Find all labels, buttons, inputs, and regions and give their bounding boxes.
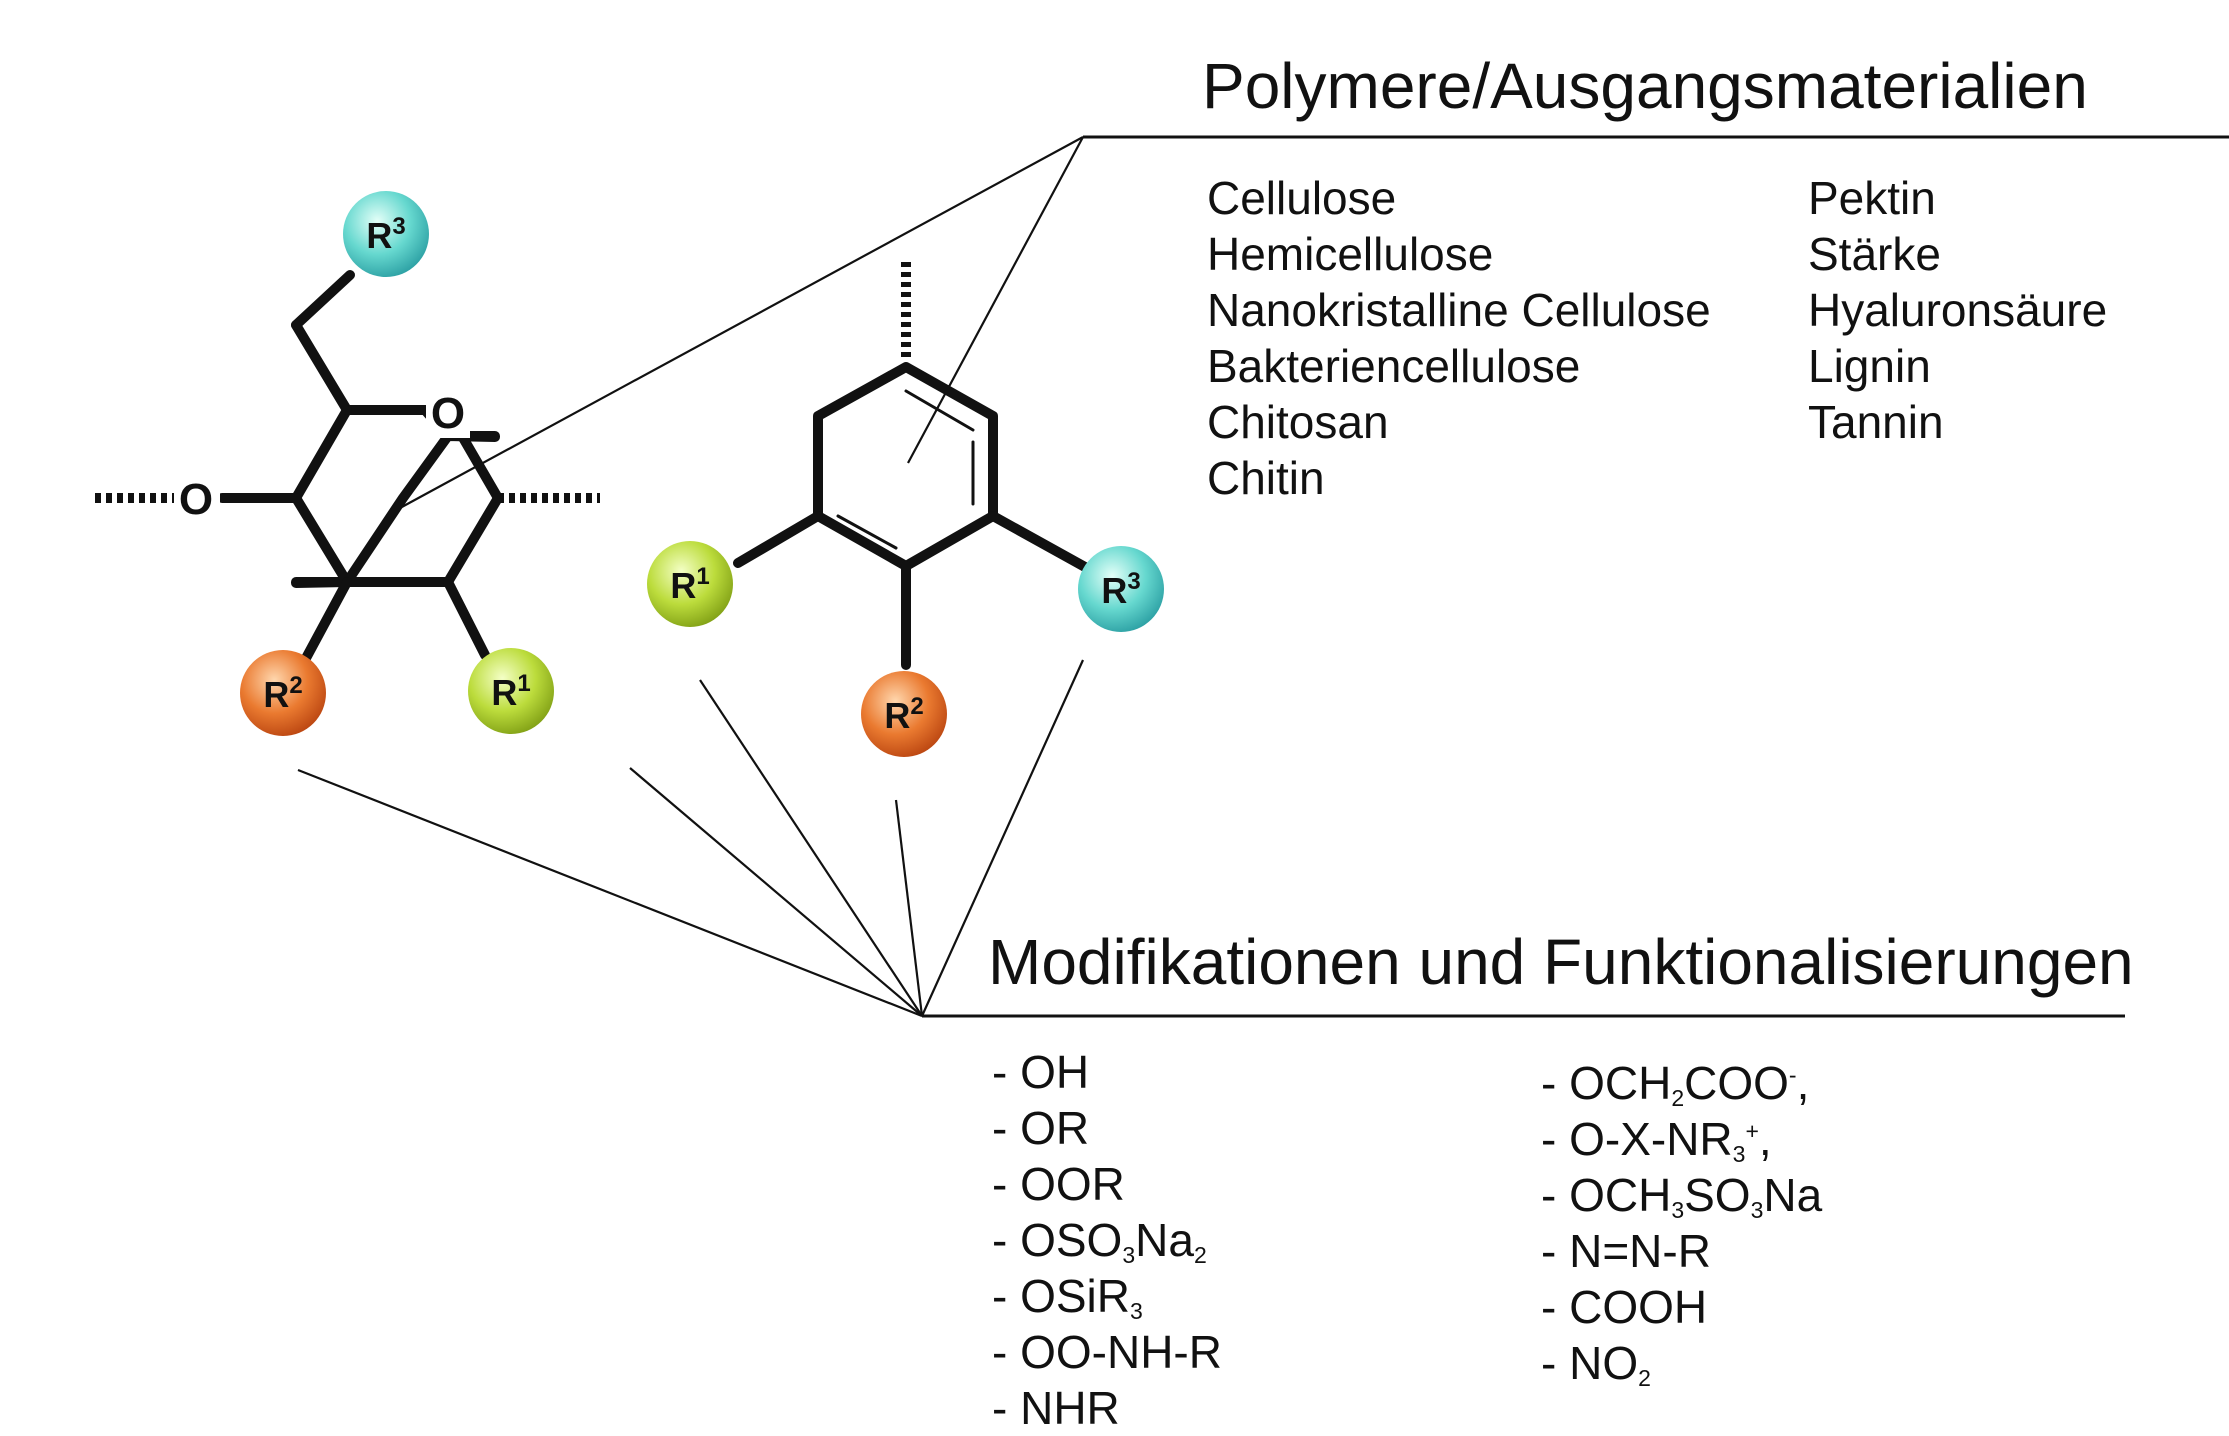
- modifications-heading: Modifikationen und Funktionalisierungen: [988, 926, 2134, 998]
- connector-line: [399, 136, 1084, 509]
- modification-item: - N=N-R: [1541, 1225, 1711, 1277]
- connector-line: [894, 799, 924, 1017]
- modification-item: - O-X-NR3+,: [1541, 1113, 1772, 1167]
- polymers-heading: Polymere/Ausgangsmaterialien: [1202, 50, 2088, 122]
- modification-item: - NO2: [1541, 1337, 1651, 1391]
- bead-r1-sugar: R1: [468, 648, 554, 734]
- bead-r1-aromatic: R1: [647, 541, 733, 627]
- ring-bond: [457, 431, 503, 503]
- modification-item: - OOR: [992, 1158, 1125, 1210]
- modification-item: - NHR: [992, 1382, 1120, 1434]
- bead-r2-aromatic: R2: [861, 671, 947, 757]
- aromatic-inner-bond: [836, 514, 898, 550]
- modification-item: - OSiR3: [992, 1270, 1143, 1324]
- polymer-item: Chitosan: [1207, 396, 1389, 448]
- connector-line: [297, 768, 923, 1018]
- modification-item: - OCH3SO3Na: [1541, 1169, 1823, 1223]
- side-chain-bond: [291, 320, 352, 415]
- modification-item: - COOH: [1541, 1281, 1708, 1333]
- polymer-item: Stärke: [1808, 228, 1941, 280]
- polymer-item: Hemicellulose: [1207, 228, 1494, 280]
- ring-bond: [291, 493, 352, 587]
- aromatic-ring: [813, 362, 998, 571]
- modification-item: - OSO3Na2: [992, 1214, 1207, 1268]
- connector-line: [699, 679, 923, 1017]
- pyranose-structure: [217, 270, 503, 665]
- glycosidic-oxygen-label: O: [179, 475, 213, 524]
- ring-bond: [443, 493, 503, 587]
- polymer-item: Pektin: [1808, 172, 1936, 224]
- substituent-bond: [443, 577, 490, 660]
- polymer-item: Tannin: [1808, 396, 1944, 448]
- polymer-item: Hyaluronsäure: [1808, 284, 2108, 336]
- polymer-item: Bakteriencellulose: [1207, 340, 1581, 392]
- bead-r3-sugar: R3: [343, 191, 429, 277]
- aromatic-structure: [733, 362, 1090, 670]
- aromatic-inner-bonds: [904, 389, 975, 432]
- svg-text:R1: R1: [491, 670, 530, 713]
- bead-r2-sugar: R2: [240, 650, 326, 736]
- modification-item: - OO-NH-R: [992, 1326, 1222, 1378]
- polymer-item: Nanokristalline Cellulose: [1207, 284, 1711, 336]
- polymer-item: Cellulose: [1207, 172, 1397, 224]
- modification-item: - OH: [992, 1046, 1090, 1098]
- polymer-item: Lignin: [1808, 340, 1931, 392]
- modifications-list-col1: - OH- OR- OOR- OSO3Na2- OSiR3- OO-NH-R- …: [992, 1044, 1222, 1436]
- ring-oxygen-label: O: [431, 389, 465, 438]
- connector-line: [920, 659, 1085, 1017]
- polymer-item: Chitin: [1207, 452, 1325, 504]
- modification-item: - OR: [992, 1102, 1090, 1154]
- modifications-list-col2: - OCH2COO-,- O-X-NR3+,- OCH3SO3Na- N=N-R…: [1541, 1055, 1822, 1391]
- ring-bonds: [291, 405, 500, 588]
- bead-r3-aromatic: R3: [1078, 546, 1164, 632]
- svg-text:R3: R3: [1101, 568, 1140, 611]
- ring-bond: [291, 405, 352, 503]
- substituent-bond: [988, 511, 1090, 572]
- side-chain-bond: [291, 270, 355, 330]
- modification-item: - OCH2COO-,: [1541, 1057, 1810, 1111]
- connector-line: [629, 767, 923, 1017]
- substituent-bond: [733, 511, 823, 568]
- substituent-bond: [300, 577, 352, 665]
